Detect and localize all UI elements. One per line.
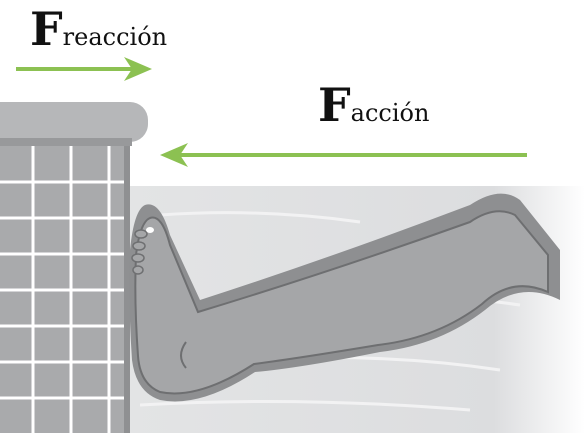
action-force-symbol: F	[318, 78, 351, 132]
wall-tile-grid	[0, 146, 128, 433]
action-force-label: Facción	[318, 78, 429, 132]
reaction-force-subscript: reacción	[62, 23, 168, 51]
big-toe-nail	[146, 227, 154, 233]
water-ripple	[139, 399, 471, 412]
arrow-right-icon	[124, 57, 152, 81]
arrow-left-icon	[160, 143, 188, 167]
toes	[131, 229, 148, 275]
pool-wall	[0, 102, 148, 433]
leg-and-foot	[129, 193, 561, 402]
reaction-force-symbol: F	[30, 2, 63, 56]
reaction-force-label: Freacción	[30, 2, 167, 56]
ankle-bone	[180, 341, 187, 369]
reaction-force-arrow	[16, 57, 152, 81]
leg	[134, 210, 549, 395]
water-ripple	[159, 211, 361, 224]
action-force-subscript: acción	[350, 99, 430, 127]
action-force-arrow	[160, 143, 527, 167]
